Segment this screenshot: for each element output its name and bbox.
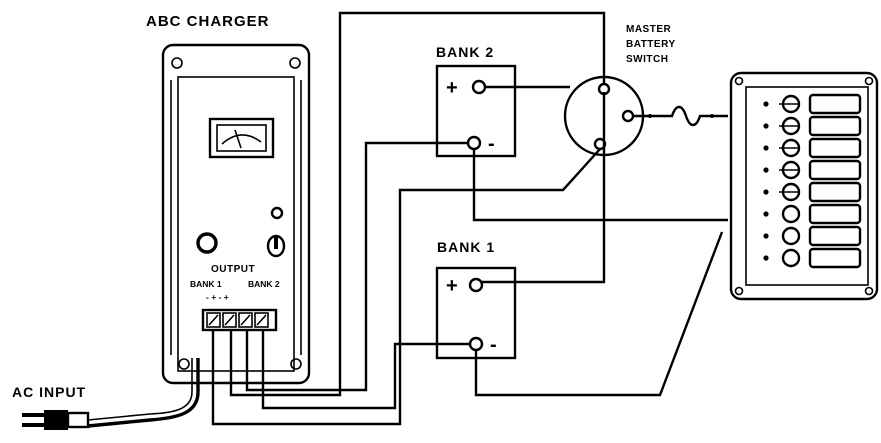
charger-title: ABC CHARGER [146, 13, 270, 30]
ac-plug-icon [22, 410, 90, 430]
indicator-lamp-icon [270, 206, 284, 220]
switch-label-line2: BATTERY [626, 39, 676, 50]
wire-bank1-negative-to-panel [474, 231, 724, 397]
circuit-label-slot [808, 93, 862, 115]
circuit-label-slot [808, 225, 862, 247]
circuit-label-slot [808, 247, 862, 269]
panel-led-icon [763, 145, 769, 151]
panel-screw-br-icon [864, 286, 874, 296]
bank2-plus-sign: + [446, 77, 458, 99]
bank1-negative-terminal-icon [468, 336, 484, 352]
panel-led-icon [763, 211, 769, 217]
panel-screw-bl-icon [734, 286, 744, 296]
breaker-button-icon [781, 226, 801, 246]
panel-screw-tl-icon [734, 76, 744, 86]
panel-led-icon [763, 255, 769, 261]
breaker-switch-icon [779, 94, 801, 114]
bank2-negative-terminal-icon [466, 135, 482, 151]
panel-screw-tr-icon [864, 76, 874, 86]
breaker-button-icon [781, 204, 801, 224]
circuit-label-slot [808, 137, 862, 159]
bank1-positive-terminal-icon [468, 277, 484, 293]
breaker-panel [729, 71, 879, 301]
bank2-positive-terminal-icon [471, 79, 487, 95]
wire-switch-to-bank1-positive [482, 92, 606, 284]
wire-switch-bottom-to-charger [211, 148, 601, 426]
charger-outer-case [161, 43, 311, 385]
ammeter-icon [208, 117, 275, 159]
panel-inner [745, 86, 869, 286]
screw-top-left-icon [171, 57, 183, 69]
bank1-label: BANK 1 [437, 239, 495, 255]
output-bank1-label: BANK 1 [190, 279, 222, 289]
circuit-label-slot [808, 115, 862, 137]
output-polarity-signs: - + - + [206, 292, 229, 302]
panel-led-icon [763, 167, 769, 173]
circuit-label-slot [808, 203, 862, 225]
fuse-dot-icon [648, 114, 652, 118]
panel-led-icon [763, 123, 769, 129]
output-terminal-block [201, 308, 278, 332]
panel-outer [729, 71, 879, 301]
switch-common-terminal-icon [621, 109, 635, 123]
panel-led-icon [763, 189, 769, 195]
charger-inner-panel [177, 76, 295, 372]
ac-input-label: AC INPUT [12, 384, 86, 400]
breaker-button-icon [781, 248, 801, 268]
ac-input-cord [87, 358, 200, 428]
screw-top-right-icon [289, 57, 301, 69]
panel-led-icon [763, 233, 769, 239]
panel-led-icon [763, 101, 769, 107]
breaker-switch-icon [779, 138, 801, 158]
output-bank2-label: BANK 2 [248, 279, 280, 289]
toggle-switch-icon [266, 234, 286, 258]
screw-bottom-right-icon [290, 358, 302, 370]
wire-switch-fuse-to-panel [633, 105, 728, 127]
abc-charger [161, 43, 311, 385]
screw-bottom-left-icon [178, 358, 190, 370]
output-label: OUTPUT [211, 264, 255, 275]
wire-bank1-negative-to-charger [261, 329, 470, 410]
bank1-plus-sign: + [446, 275, 458, 297]
circuit-label-slot [808, 181, 862, 203]
switch-label-line1: MASTER [626, 24, 672, 35]
wire-charger-to-switch-top [229, 11, 606, 397]
switch-label-line3: SWITCH [626, 54, 668, 65]
bank2-minus-sign: - [488, 133, 495, 155]
bank1-minus-sign: - [490, 334, 497, 356]
fuse-dot-icon [710, 114, 714, 118]
wire-bank2-negative-to-panel [472, 149, 728, 222]
wire-bank2-negative-to-charger [245, 141, 468, 392]
bank2-label: BANK 2 [436, 44, 494, 60]
circuit-label-slot [808, 159, 862, 181]
breaker-switch-icon [779, 182, 801, 202]
breaker-switch-icon [779, 116, 801, 136]
power-knob-icon [196, 232, 218, 254]
bank2-box [435, 64, 517, 158]
breaker-switch-icon [779, 160, 801, 180]
